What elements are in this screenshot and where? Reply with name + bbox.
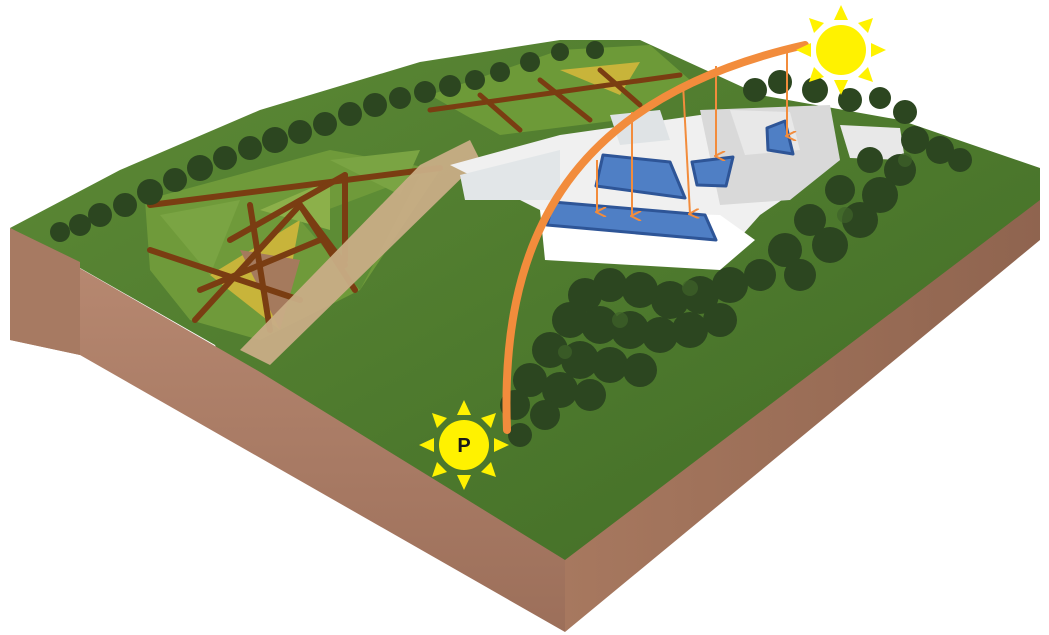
soil-right-face [565, 200, 1040, 632]
sun-icon: P [419, 400, 509, 490]
terraced-fields [145, 45, 690, 340]
walkway [240, 140, 480, 365]
solar-panel-3 [690, 155, 735, 188]
sun-label: P [457, 435, 470, 457]
ray-arrows [597, 52, 787, 216]
solar-panel-2 [594, 153, 687, 200]
sun-path-arc [502, 41, 809, 434]
arrow-down-icon [682, 83, 690, 214]
soil-front-face [10, 228, 565, 632]
sun-icon [796, 5, 886, 95]
soil-left-end [10, 228, 80, 355]
